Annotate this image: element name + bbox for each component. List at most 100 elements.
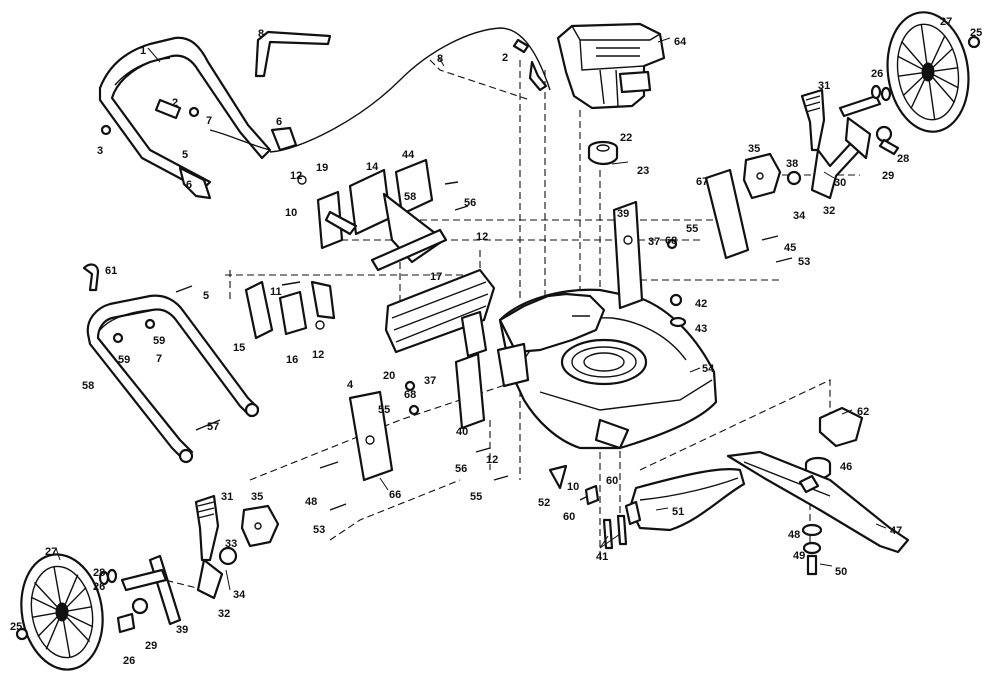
part-callout: 32 [823, 205, 835, 217]
part-callout: 53 [798, 256, 810, 268]
part-callout: 22 [620, 132, 632, 144]
part-callout: 26 [871, 68, 883, 80]
hinge-bracket-left [244, 280, 336, 340]
part-callout: 26 [123, 655, 135, 667]
part-callout: 15 [233, 342, 245, 354]
part-callout: 6 [276, 116, 282, 128]
discharge-plug [548, 464, 642, 550]
fasteners [100, 106, 793, 511]
part-callout: 43 [695, 323, 707, 335]
deck-side-plate-left [348, 310, 530, 482]
part-callout: 55 [686, 223, 698, 235]
part-callout: 59 [153, 335, 165, 347]
hinge-plate-right [742, 152, 782, 200]
deck-side-plate-right [612, 168, 750, 310]
engine [556, 22, 666, 110]
part-callout: 7 [206, 115, 212, 127]
part-callout: 12 [486, 454, 498, 466]
part-callout: 32 [218, 608, 230, 620]
part-callout: 39 [617, 208, 629, 220]
part-callout: 35 [748, 143, 760, 155]
part-callout: 31 [818, 80, 830, 92]
part-callout: 55 [470, 491, 482, 503]
part-callout: 7 [156, 353, 162, 365]
part-callout: 52 [538, 497, 550, 509]
part-callout: 8 [437, 53, 443, 65]
part-callout: 12 [312, 349, 324, 361]
part-callout: 51 [672, 506, 684, 518]
part-callout: 68 [404, 389, 416, 401]
part-callout: 53 [313, 524, 325, 536]
part-callout: 60 [606, 475, 618, 487]
part-callout: 61 [105, 265, 117, 277]
part-callout: 56 [455, 463, 467, 475]
part-callout: 58 [404, 191, 416, 203]
part-callout: 27 [940, 16, 952, 28]
height-adjuster-right [786, 84, 900, 200]
part-callout: 28 [897, 153, 909, 165]
mower-deck [498, 288, 718, 450]
part-callout: 33 [225, 538, 237, 550]
part-callout: 34 [233, 589, 246, 601]
part-callout: 47 [890, 525, 902, 537]
control-cable [209, 27, 551, 153]
part-callout: 19 [316, 162, 328, 174]
part-callout: 28 [93, 567, 105, 579]
part-callout: 12 [476, 231, 488, 243]
part-callout: 37 [648, 236, 660, 248]
rear-chute [370, 228, 496, 354]
part-callout: 45 [784, 242, 796, 254]
blade-bolt [801, 523, 823, 576]
part-callout: 41 [596, 551, 608, 563]
rear-wheel-bottom-left [15, 553, 104, 671]
height-adjuster-left [98, 494, 238, 634]
part-callout: 27 [45, 546, 57, 558]
part-callout: 34 [793, 210, 806, 222]
part-callout: 6 [186, 179, 192, 191]
part-callout: 17 [430, 271, 442, 283]
part-callout: 48 [305, 496, 317, 508]
part-callout: 37 [424, 375, 436, 387]
part-callout: 5 [203, 290, 209, 302]
part-callout: 54 [702, 363, 715, 375]
part-callout: 25 [10, 621, 22, 633]
part-callout: 29 [882, 170, 894, 182]
upper-handle [98, 36, 298, 200]
rear-bracket-group [297, 158, 469, 264]
crankshaft-adapter [587, 140, 619, 166]
part-callout: 26 [93, 581, 105, 593]
part-callout: 14 [366, 161, 379, 173]
part-callout: 23 [637, 165, 649, 177]
control-bail [254, 30, 332, 78]
lower-handle [86, 294, 260, 464]
part-callout: 59 [118, 354, 130, 366]
part-callout: 68 [665, 235, 677, 247]
part-callout: 38 [786, 158, 798, 170]
part-callout: 16 [286, 354, 298, 366]
part-callout: 44 [402, 149, 415, 161]
part-callout: 58 [82, 380, 94, 392]
part-callout: 12 [290, 170, 302, 182]
rear-wheel-top-right [886, 11, 981, 133]
blade-adapter [804, 406, 864, 480]
part-callout: 50 [835, 566, 847, 578]
part-callout: 48 [788, 529, 800, 541]
part-callout: 30 [834, 177, 846, 189]
part-callout: 66 [389, 489, 401, 501]
part-callout: 10 [285, 207, 297, 219]
part-callout: 64 [674, 36, 687, 48]
part-callout: 67 [696, 176, 708, 188]
part-callout: 20 [383, 370, 395, 382]
part-callout: 10 [567, 481, 579, 493]
part-callout: 3 [97, 145, 103, 157]
part-callout: 29 [145, 640, 157, 652]
mower-blade [726, 450, 910, 554]
part-callout: 11 [270, 286, 282, 298]
part-callout: 42 [695, 298, 707, 310]
part-callout: 55 [378, 404, 390, 416]
hinge-plate-left [240, 504, 280, 548]
part-callout: 62 [857, 406, 869, 418]
baffle [628, 468, 746, 532]
